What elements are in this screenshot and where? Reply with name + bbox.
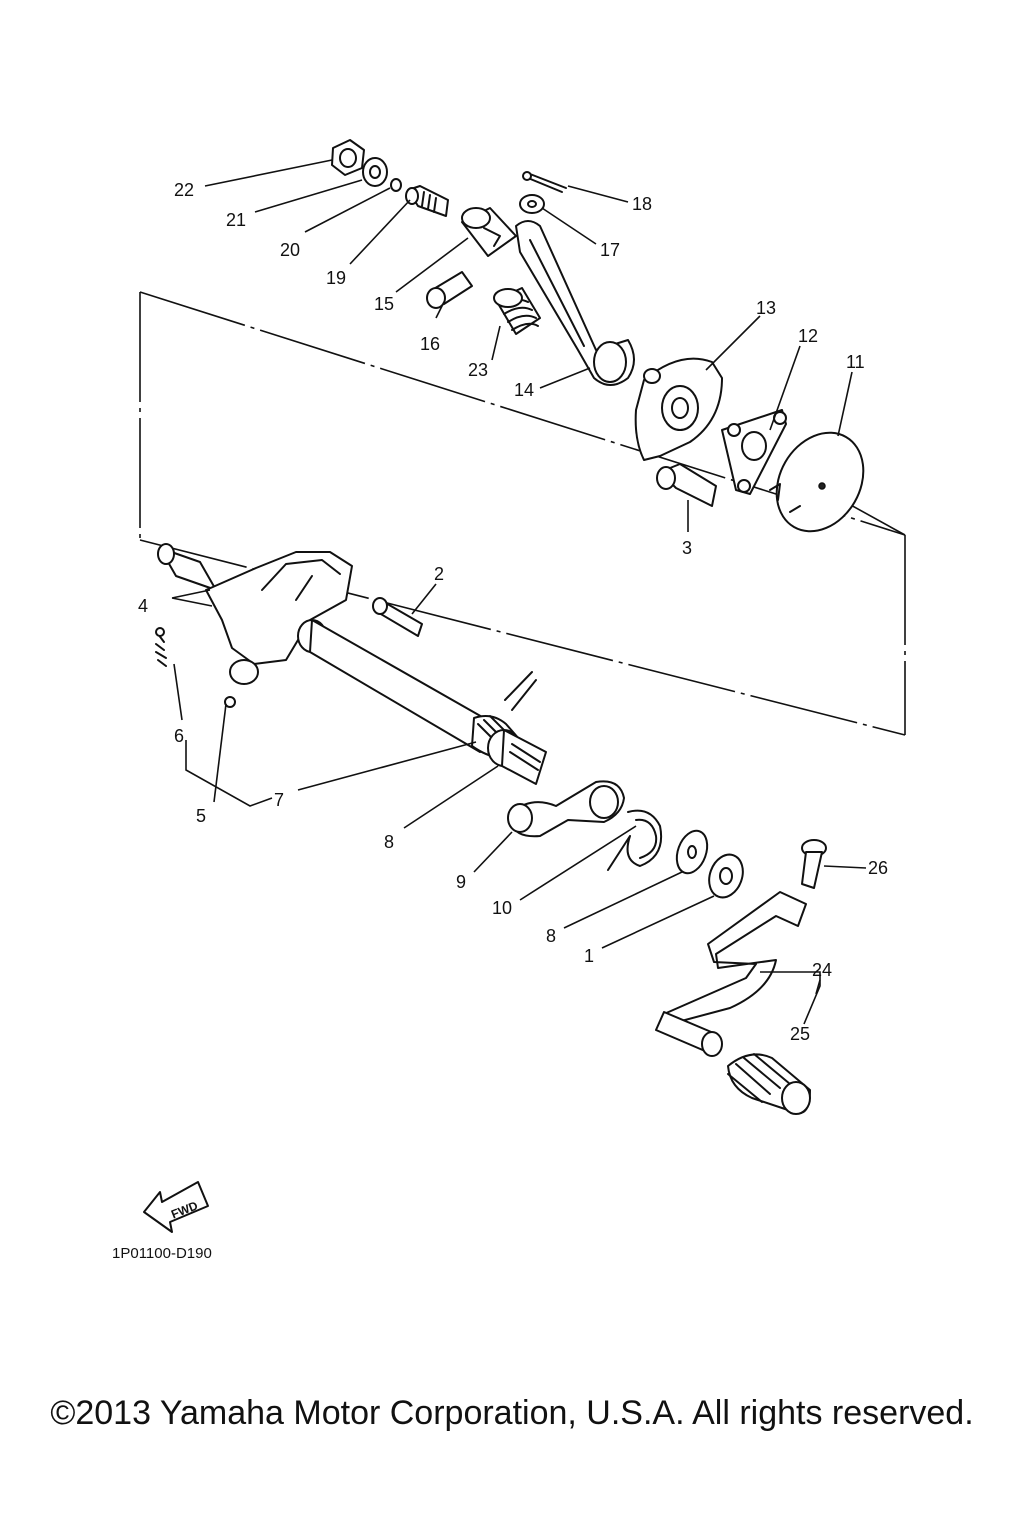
callout-22: 22: [174, 180, 194, 200]
callout-9: 9: [456, 872, 466, 892]
part-20-ring: [390, 178, 402, 192]
callout-5: 5: [196, 806, 206, 826]
part-25-pedal-rubber: [727, 1053, 811, 1115]
part-9-lever: [507, 780, 625, 838]
callout-6: 6: [174, 726, 184, 746]
callout-4: 4: [138, 596, 148, 616]
callout-24: 24: [812, 960, 832, 980]
part-2-pin: [372, 597, 423, 637]
callout-7: 7: [274, 790, 284, 810]
part-8-washer-lower: [675, 829, 709, 875]
forward-arrow-icon: FWD: [143, 1181, 209, 1233]
callout-2: 2: [434, 564, 444, 584]
part-21-washer: [362, 157, 388, 187]
callout-11: 11: [846, 352, 865, 372]
callout-13: 13: [756, 298, 776, 318]
callout-1: 1: [584, 946, 594, 966]
callout-labels: 22 21 20 19 15 16 23 14 18 17 13 12 11 3…: [138, 180, 888, 1044]
part-1-collar: [708, 853, 744, 899]
callout-26: 26: [868, 858, 888, 878]
part-14-shift-arm: [515, 220, 635, 386]
part-10-spring: [607, 809, 662, 871]
callout-19: 19: [326, 268, 346, 288]
callout-16: 16: [420, 334, 440, 354]
callout-23: 23: [468, 360, 488, 380]
part-18-cotter-pin: [522, 171, 567, 193]
copyright-notice: ©2013 Yamaha Motor Corporation, U.S.A. A…: [50, 1394, 974, 1432]
part-26-bolt: [801, 839, 827, 889]
callout-17: 17: [600, 240, 620, 260]
part-24-shift-pedal: [655, 891, 807, 1057]
callout-8-upper: 8: [384, 832, 394, 852]
callout-25: 25: [790, 1024, 810, 1044]
part-13-stopper-plate: [634, 357, 723, 461]
part-3-bolt: [656, 463, 717, 507]
part-6-spring: [155, 627, 167, 667]
diagram-code: 1P01100-D190: [112, 1245, 212, 1262]
part-8-collar-upper: [487, 729, 547, 785]
callout-14: 14: [514, 380, 534, 400]
part-19-bolt: [405, 185, 449, 217]
callout-15: 15: [374, 294, 394, 314]
callout-10: 10: [492, 898, 512, 918]
part-12-plate: [721, 409, 787, 495]
callout-3: 3: [682, 538, 692, 558]
part-11-segment-disc: [769, 431, 865, 533]
part-15-sleeve: [461, 207, 517, 257]
part-23-spring: [493, 287, 541, 335]
leader-lines: [171, 159, 867, 1025]
callout-21: 21: [226, 210, 246, 230]
part-4-shift-lever-assembly: [157, 543, 353, 708]
callout-18: 18: [632, 194, 652, 214]
callout-8-lower: 8: [546, 926, 556, 946]
callout-20: 20: [280, 240, 300, 260]
part-17-washer: [519, 194, 545, 214]
callout-12: 12: [798, 326, 818, 346]
part-22-nut: [331, 139, 365, 176]
part-16-pin: [426, 271, 473, 309]
